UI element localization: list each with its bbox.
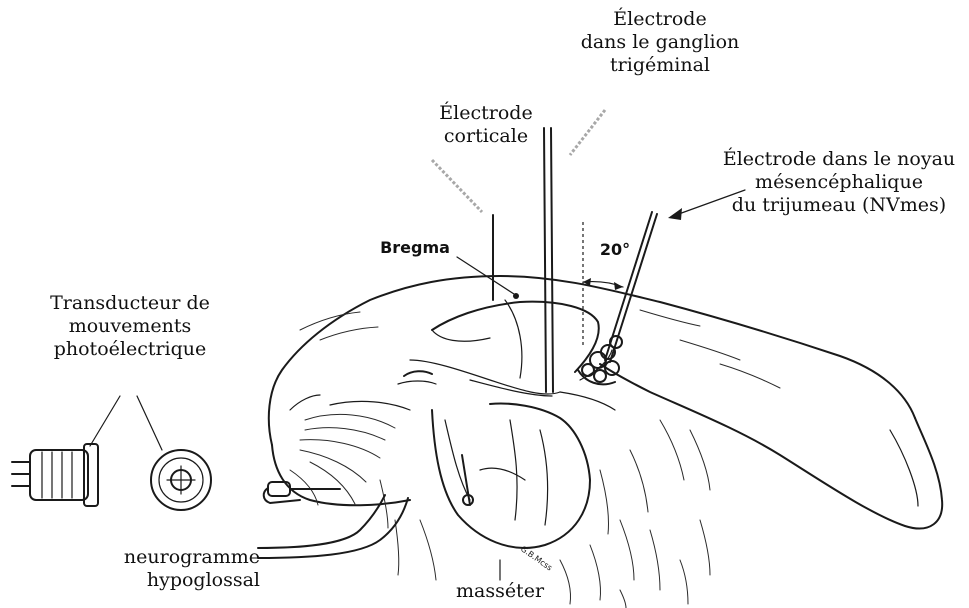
label-line: mouvements (30, 315, 230, 338)
transducer-side-view (12, 444, 98, 506)
trigeminal-electrode (544, 128, 553, 392)
cortical-electrode-label: Électrode corticale (416, 102, 556, 148)
label-line: Électrode (416, 102, 556, 125)
label-line: Transducteur de (30, 292, 230, 315)
label-line: neurogramme (110, 546, 260, 569)
transducer-leader-left (90, 396, 120, 446)
label-line: trigéminal (560, 54, 760, 77)
label-line: hypoglossal (110, 569, 260, 592)
trigeminal-electrode-label: Électrode dans le ganglion trigéminal (560, 8, 760, 77)
transducer-leader-right (137, 396, 162, 450)
transducer-front-view (151, 450, 211, 510)
bregma-point (513, 293, 519, 299)
artist-signature: G.B.Mcss (519, 544, 554, 572)
bregma-label: Bregma (370, 236, 460, 259)
label-line: du trijumeau (NVmes) (718, 194, 960, 217)
trigeminal-leader-line (570, 110, 605, 155)
hypoglossal-electrode (258, 482, 408, 558)
eye (398, 371, 436, 384)
cortical-leader-line (432, 160, 482, 212)
transducer-label: Transducteur de mouvements photoélectriq… (30, 292, 230, 361)
brain-cortex (432, 300, 599, 378)
label-line: dans le ganglion (560, 31, 760, 54)
label-line: photoélectrique (30, 338, 230, 361)
masseter-muscle (432, 404, 590, 548)
label-line: corticale (416, 125, 556, 148)
brainstem-region (410, 350, 615, 410)
label-line: Électrode dans le noyau (718, 148, 960, 171)
rat-head-outline (264, 276, 942, 528)
angle-label: 20° (590, 238, 640, 261)
masseter-label: masséter (440, 580, 560, 603)
whiskers (290, 414, 395, 505)
neurogram-label: neurogramme hypoglossal (110, 546, 260, 592)
nvmes-electrode-label: Électrode dans le noyau mésencéphalique … (718, 148, 960, 217)
nvmes-electrode (605, 212, 657, 362)
label-line: mésencéphalique (718, 171, 960, 194)
label-line: Électrode (560, 8, 760, 31)
